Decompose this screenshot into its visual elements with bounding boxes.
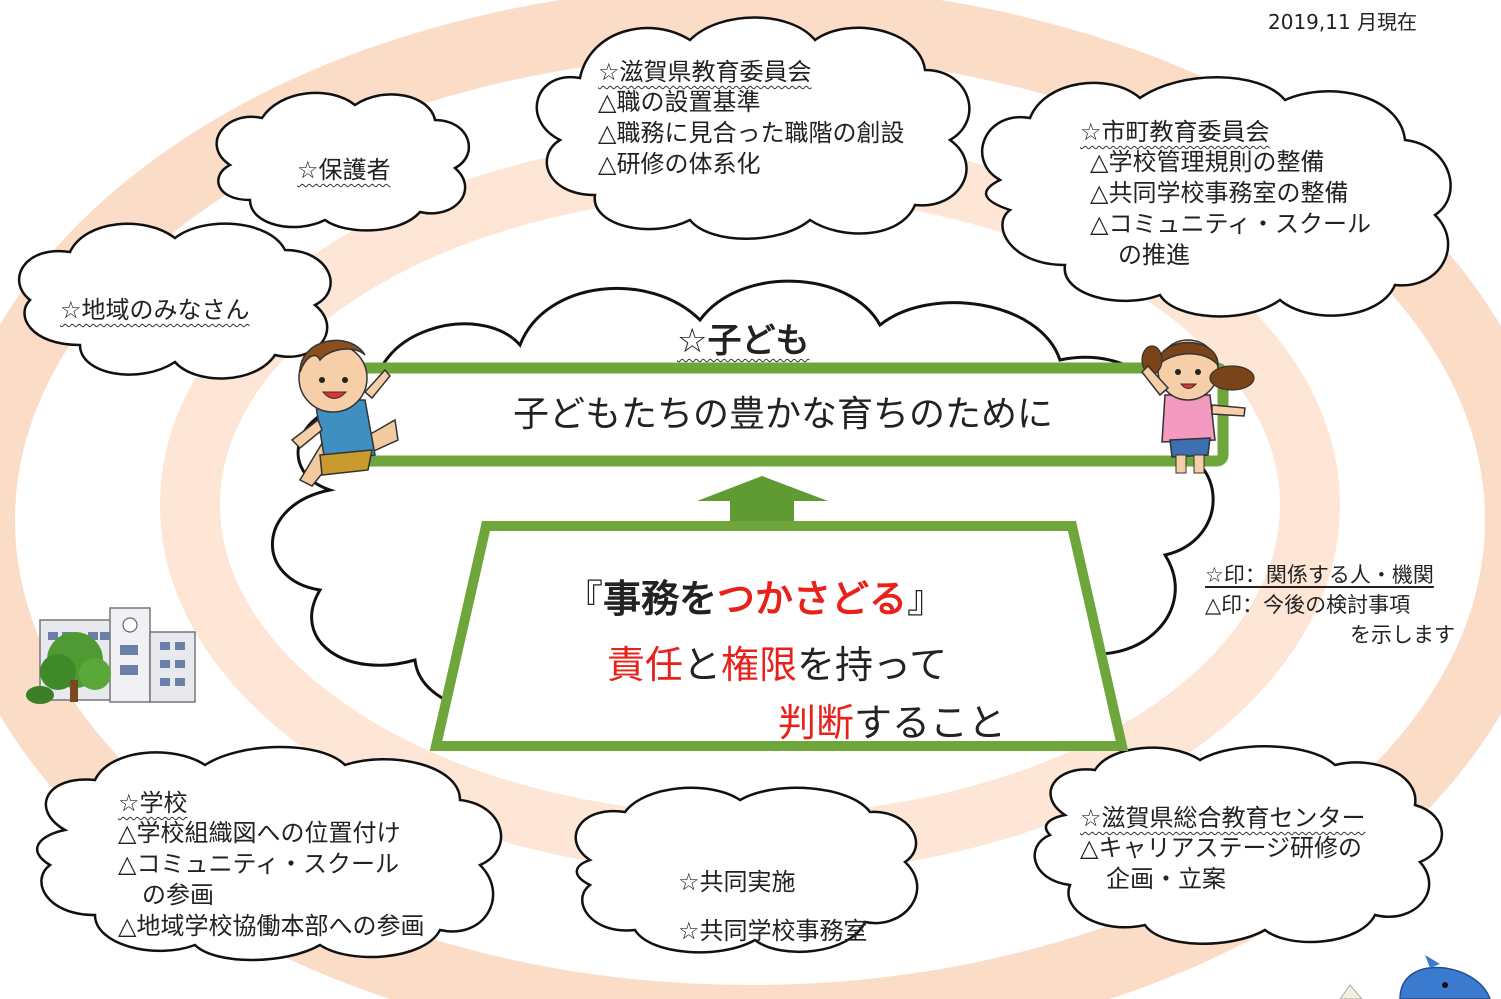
cloud-joint <box>574 786 919 954</box>
school-item: △地域学校協働本部への参画 <box>118 912 425 940</box>
shiga-board-item: △職の設置基準 <box>598 88 761 116</box>
municipal-board-item: △学校管理規則の整備 <box>1090 148 1325 176</box>
center-institute-item: 企画・立案 <box>1106 865 1226 893</box>
school-building-illustration <box>26 607 196 704</box>
green-banner-text: 子どもたちの豊かな育ちのために <box>512 394 1053 435</box>
date-label: 2019,11 月現在 <box>1268 10 1418 34</box>
main-open-bracket: 『 <box>565 577 604 621</box>
joint-group: ☆共同実施 ☆共同学校事務室 <box>678 862 868 946</box>
school-group: ☆学校 △学校組織図への位置付け △コミュニティ・スクール の参画 △地域学校協… <box>118 783 424 942</box>
cloud-school <box>35 745 503 962</box>
community-title: ☆地域のみなさん <box>60 296 250 324</box>
authority-text: 権限 <box>721 643 798 687</box>
legend-line: を示します <box>1350 623 1455 647</box>
shiga-board-item: △職務に見合った職階の創設 <box>598 119 905 147</box>
cloud-shiga-board <box>535 16 971 240</box>
judgment-text: 判断 <box>778 701 855 745</box>
main-bold-text: 事務を <box>603 577 718 621</box>
joint-item: ☆共同実施 <box>678 868 796 896</box>
cloud-center-institute <box>1033 745 1444 945</box>
school-item: △コミュニティ・スクール <box>118 850 400 878</box>
boy-illustration <box>290 339 399 487</box>
bird-mascot <box>1339 955 1491 999</box>
school-item: △学校組織図への位置付け <box>118 819 401 847</box>
main-heading: 『事務をつかさどる』 <box>565 568 945 623</box>
municipal-board-item: △共同学校事務室の整備 <box>1090 179 1349 207</box>
legend: ☆印：関係する人・機関 △印：今後の検討事項 を示します <box>1205 560 1455 650</box>
shiga-board-item: △研修の体系化 <box>598 150 761 178</box>
girl-illustration <box>1141 339 1255 474</box>
responsibility-text: 責任 <box>607 643 684 687</box>
center-institute-group: ☆滋賀県総合教育センター △キャリアステージ研修の 企画・立案 <box>1080 798 1366 895</box>
municipal-board-item: △コミュニティ・スクール <box>1090 210 1372 238</box>
legend-line: △印：今後の検討事項 <box>1205 593 1411 617</box>
cloud-community <box>17 222 332 380</box>
municipal-board-group: ☆市町教育委員会 △学校管理規則の整備 △共同学校事務室の整備 △コミュニティ・… <box>1080 112 1371 271</box>
shiga-board-group: ☆滋賀県教育委員会 △職の設置基準 △職務に見合った職階の創設 △研修の体系化 <box>598 52 904 180</box>
up-arrow <box>697 476 828 521</box>
municipal-board-item: の推進 <box>1118 241 1190 269</box>
main-close-bracket: 』 <box>907 577 946 621</box>
cloud-parents <box>215 91 471 232</box>
doing-text: すること <box>854 701 1007 745</box>
main-line2: 責任と権限を持って <box>607 634 947 689</box>
and-text: と <box>683 643 722 687</box>
holding-text: を持って <box>797 643 948 687</box>
joint-item: ☆共同学校事務室 <box>678 917 868 945</box>
main-trapezoid <box>429 521 1129 751</box>
school-item: の参画 <box>142 881 214 909</box>
shiga-board-title: ☆滋賀県教育委員会 <box>598 58 812 86</box>
parents-title: ☆保護者 <box>297 156 391 184</box>
main-red-text: つかさどる <box>717 577 908 621</box>
cloud-municipal-board <box>980 76 1452 318</box>
child-title: ☆子ども <box>677 321 810 361</box>
school-title: ☆学校 <box>118 789 188 817</box>
main-line3: 判断すること <box>778 692 1006 747</box>
municipal-board-title: ☆市町教育委員会 <box>1080 118 1270 146</box>
legend-line: ☆印：関係する人・機関 <box>1205 563 1434 587</box>
center-institute-item: △キャリアステージ研修の <box>1080 834 1362 862</box>
center-institute-title: ☆滋賀県総合教育センター <box>1080 804 1366 832</box>
